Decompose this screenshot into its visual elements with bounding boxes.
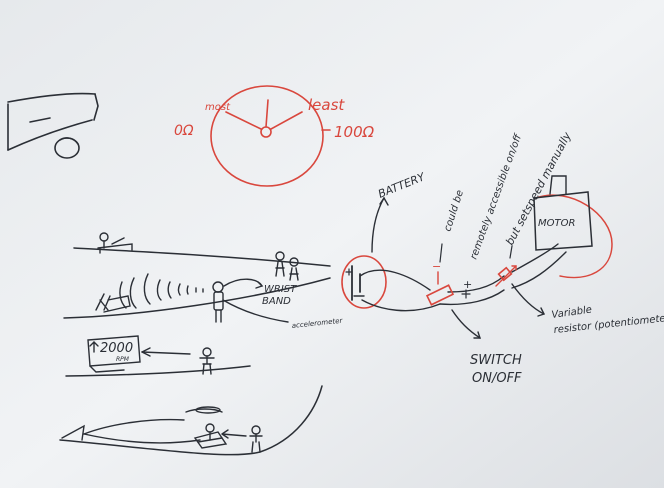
scene-1-person-lying <box>97 232 133 254</box>
storyboard-ground-lines <box>59 247 331 456</box>
switch-symbol <box>425 271 471 306</box>
scene-4-person <box>221 425 263 453</box>
variable-resistor-symbol <box>495 265 517 287</box>
scene-2-person <box>212 278 289 323</box>
scene-2-plant <box>95 293 131 313</box>
scene-3-person <box>199 347 215 375</box>
switch-plus-sign: + <box>463 278 472 291</box>
rpm-value: 2000 <box>100 341 133 356</box>
dial-right-word: least <box>308 96 345 114</box>
switch-label-2: ON/OFF <box>472 371 522 386</box>
setspeed-note-pointer <box>509 245 513 259</box>
circuit-wires <box>359 243 567 312</box>
battery-pointer <box>371 196 389 253</box>
switch-pointer <box>451 309 481 339</box>
dial-left-value: 0Ω <box>174 123 194 139</box>
switch-label-1: SWITCH <box>470 353 522 368</box>
scene-4-track <box>61 406 228 449</box>
wrist-label-1: WRIST <box>264 284 297 295</box>
scene-3-rpm-box <box>87 335 191 373</box>
dial-left-word: most <box>205 102 231 113</box>
scene-2-signal-waves <box>119 273 204 309</box>
motor-symbol <box>533 175 613 279</box>
motor-label: MOTOR <box>538 218 575 229</box>
battery-symbol <box>341 255 387 309</box>
switch-minus-sign: − <box>432 260 441 273</box>
dial-right-value: 100Ω <box>334 123 375 141</box>
rpm-unit: RPM <box>116 356 130 363</box>
remote-note-pointer <box>439 243 443 263</box>
dial-sketch <box>210 85 331 187</box>
wrist-label-2: BAND <box>262 296 291 307</box>
scene-1-two-people <box>275 251 299 281</box>
resistor-pointer <box>511 283 545 317</box>
top-left-car-sketch <box>7 92 99 159</box>
